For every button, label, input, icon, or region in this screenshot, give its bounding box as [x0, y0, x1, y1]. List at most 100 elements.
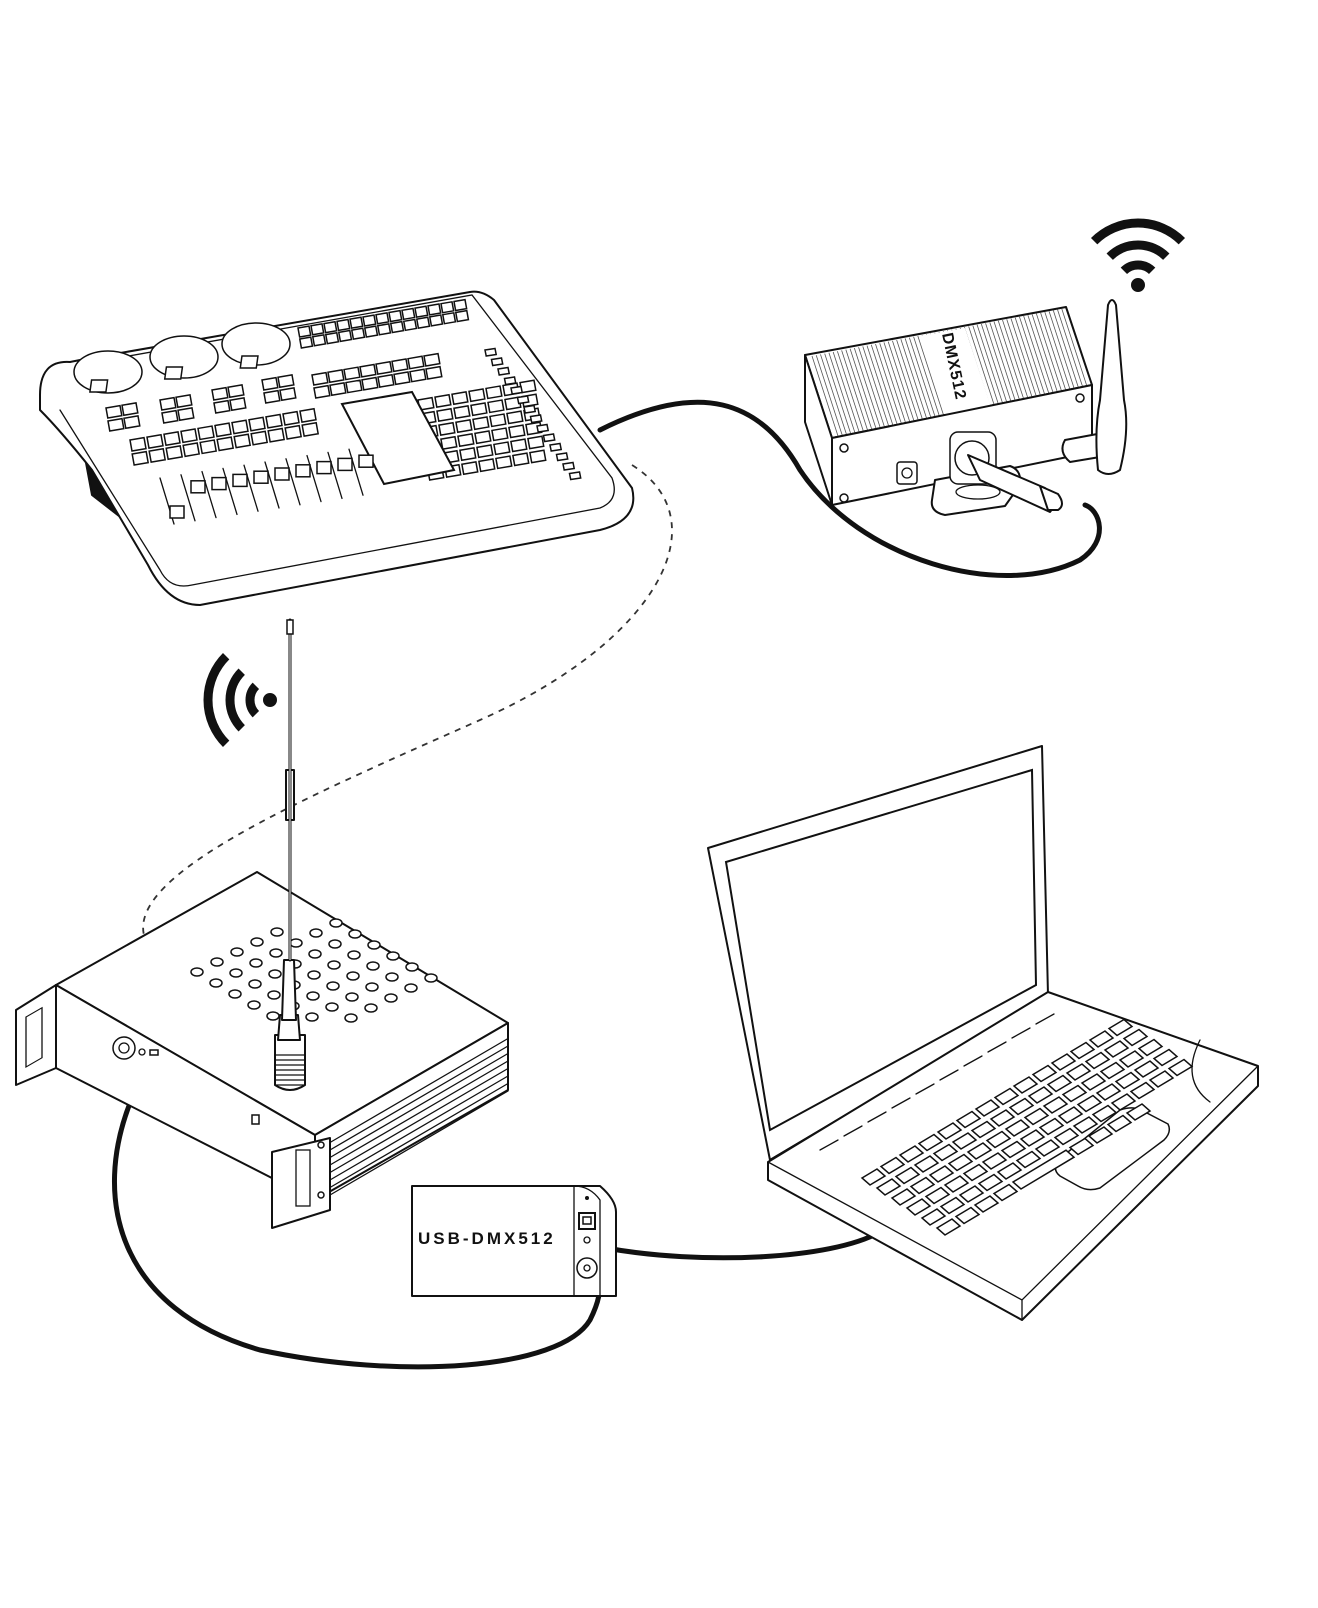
laptop-key	[1076, 1094, 1103, 1113]
console-key	[327, 369, 345, 384]
vent-hole	[307, 970, 321, 980]
cable-console-to-node	[597, 399, 1102, 579]
console-key	[376, 323, 392, 336]
console-fader-cap	[253, 470, 269, 484]
console-key	[297, 325, 312, 338]
console-key	[549, 442, 563, 452]
console-key	[495, 455, 513, 470]
laptop-key	[1038, 1117, 1065, 1136]
console-key	[299, 407, 317, 423]
console-key	[267, 427, 286, 443]
wifi-signal-icon	[203, 652, 277, 748]
console-key	[490, 357, 504, 367]
console-key	[211, 386, 229, 401]
laptop-key	[1110, 1093, 1137, 1111]
vent-hole	[327, 960, 341, 970]
vent-hole	[305, 1012, 319, 1022]
console-key	[391, 358, 409, 373]
vent-hole	[209, 978, 223, 988]
laptop-key	[939, 1196, 966, 1215]
console-encoder-knob	[73, 350, 143, 394]
console-key	[343, 366, 361, 381]
vent-hole	[190, 967, 204, 977]
console-key	[129, 436, 147, 452]
laptop-key	[1053, 1127, 1080, 1146]
vent-hole	[348, 929, 362, 939]
console-encoder-knob	[149, 335, 219, 379]
vent-hole	[210, 957, 224, 967]
vent-hole	[229, 968, 243, 978]
console-key	[438, 421, 456, 436]
console-key	[277, 374, 295, 389]
console-key	[107, 417, 125, 432]
console-key	[359, 363, 377, 378]
vent-hole	[329, 918, 343, 928]
console-fader-cap	[190, 480, 206, 494]
laptop-key	[924, 1186, 951, 1205]
console-key	[263, 389, 281, 404]
console-key	[279, 387, 297, 402]
console-key	[523, 404, 537, 414]
console-key	[182, 442, 201, 458]
vent-hole	[366, 961, 380, 971]
console-key	[508, 424, 526, 439]
console-key	[298, 336, 314, 349]
laptop-key	[932, 1143, 959, 1162]
console-key	[248, 416, 266, 432]
console-key	[375, 360, 393, 375]
vent-hole	[230, 947, 244, 957]
vent-hole	[384, 993, 398, 1003]
laptop-key	[989, 1109, 1016, 1127]
laptop-key	[1034, 1139, 1061, 1157]
console-key	[121, 402, 139, 417]
console-key	[493, 441, 511, 456]
console-fader-cap	[232, 473, 248, 488]
laptop-key	[1114, 1071, 1141, 1090]
console-button-grid	[105, 298, 582, 481]
console-key	[568, 471, 582, 481]
console-key	[216, 436, 235, 452]
console-key	[402, 318, 418, 332]
laptop-key	[920, 1208, 947, 1226]
vent-hole	[344, 1013, 358, 1023]
laptop-key	[1050, 1053, 1077, 1071]
console-fader-cap	[337, 457, 353, 472]
lighting-console	[39, 290, 635, 606]
laptop-key	[958, 1185, 985, 1203]
console-key	[529, 414, 543, 424]
console-key	[229, 397, 247, 412]
vent-hole	[328, 939, 342, 949]
console-key	[233, 433, 252, 449]
console-key	[434, 393, 452, 408]
laptop-key	[913, 1155, 940, 1173]
vent-hole	[364, 1003, 378, 1013]
vent-hole	[308, 949, 322, 959]
wifi-signal-icon	[1090, 218, 1186, 292]
laptop-key	[1057, 1106, 1084, 1124]
console-key	[453, 298, 468, 312]
laptop-key	[1129, 1081, 1156, 1100]
laptop-key	[875, 1178, 902, 1196]
laptop-key	[1015, 1150, 1042, 1169]
console-key	[428, 314, 444, 327]
console-key	[476, 444, 494, 459]
console-key	[440, 300, 455, 314]
laptop-key	[947, 1153, 974, 1172]
console-key	[484, 347, 498, 357]
laptop-key	[943, 1175, 970, 1193]
laptop-key	[1137, 1038, 1164, 1057]
console-key	[265, 413, 283, 429]
console-key	[177, 407, 195, 422]
vent-hole	[385, 972, 399, 982]
console-key	[227, 384, 245, 399]
laptop-key	[1152, 1048, 1179, 1067]
console-key	[415, 316, 431, 329]
laptop-key	[993, 1087, 1020, 1106]
console-key	[311, 371, 329, 386]
laptop-key	[1008, 1097, 1035, 1116]
laptop-key	[1069, 1041, 1096, 1060]
console-key	[363, 325, 379, 338]
laptop-key	[909, 1176, 936, 1195]
laptop-key	[955, 1110, 982, 1129]
laptop-key	[1065, 1063, 1092, 1081]
